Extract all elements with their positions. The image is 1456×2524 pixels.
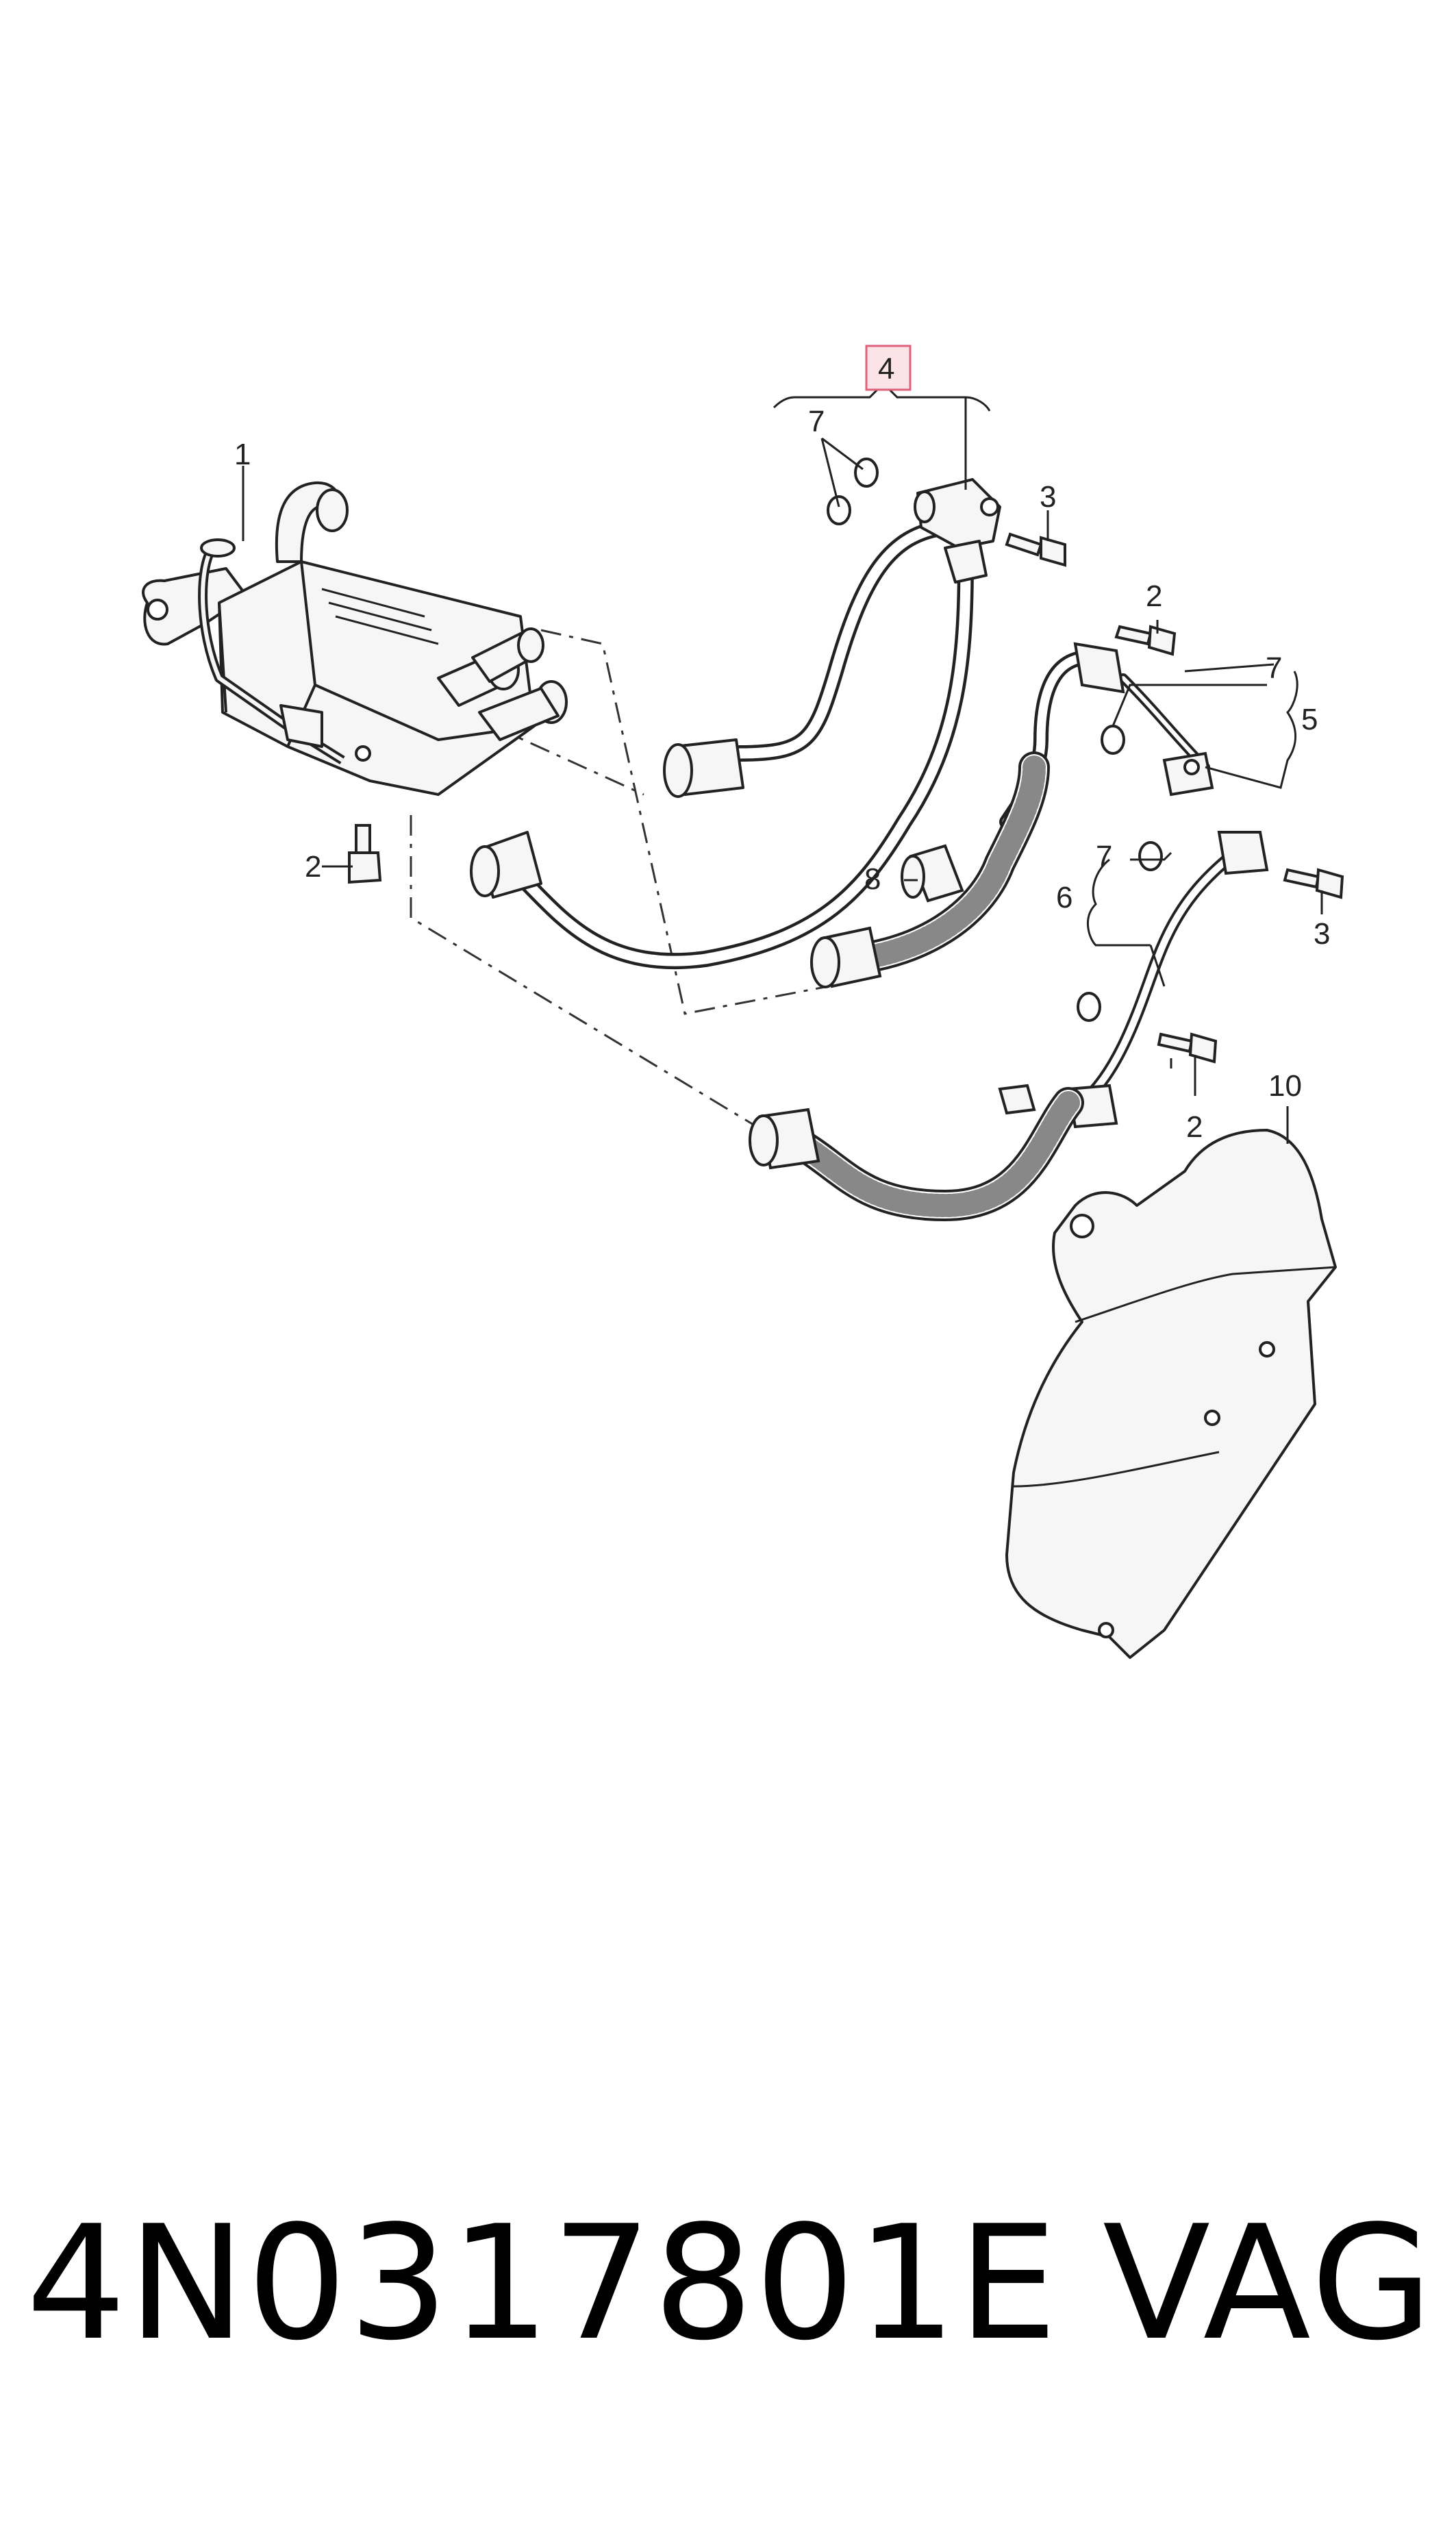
- lower-hose-connector: [749, 1108, 820, 1170]
- pipe-assembly-part: [512, 519, 974, 970]
- sleeved-hose-connector: [810, 926, 882, 988]
- part-number-label: 4N0317801E: [26, 2192, 1059, 2375]
- pipe-assembly-fittings: [470, 478, 1001, 899]
- pipe-6-fittings: [998, 831, 1269, 1129]
- seal-ring-icon: [827, 458, 1163, 1022]
- callout-3-right: 3: [1314, 917, 1330, 951]
- callout-3-top: 3: [1040, 480, 1056, 514]
- callout-5: 5: [1301, 703, 1318, 736]
- callout-1: 1: [234, 438, 251, 471]
- callout-labels: 1 2 2 2 3 3 4 5 6 7 7 7 8 10: [234, 352, 1330, 1144]
- bolt-icon: [348, 532, 1344, 1064]
- callout-4-highlight: [865, 345, 912, 391]
- pipe-5-fittings: [1073, 642, 1214, 797]
- callout-10: 10: [1268, 1069, 1302, 1103]
- oil-cooler-part: [142, 481, 568, 796]
- pipe-6-part: [1076, 843, 1246, 1109]
- callout-7-top: 7: [808, 405, 825, 438]
- callout-8: 8: [864, 862, 881, 896]
- callout-2-left: 2: [305, 850, 321, 884]
- callout-4: 4: [878, 352, 894, 386]
- callout-7-lower: 7: [1096, 840, 1112, 873]
- callout-2-lower-right: 2: [1186, 1110, 1203, 1144]
- callout-6: 6: [1056, 881, 1072, 914]
- brand-label: VAG: [1103, 2192, 1436, 2375]
- sleeved-hose-middle: [840, 751, 1050, 975]
- sleeved-hose-lower: [772, 1087, 1084, 1222]
- callout-7-right: 7: [1266, 651, 1282, 685]
- callout-2-upper-right: 2: [1146, 579, 1162, 613]
- dashed-guide-lines: [410, 629, 829, 1138]
- heat-shield-part: [1005, 1129, 1337, 1659]
- grommet-part: [901, 844, 964, 903]
